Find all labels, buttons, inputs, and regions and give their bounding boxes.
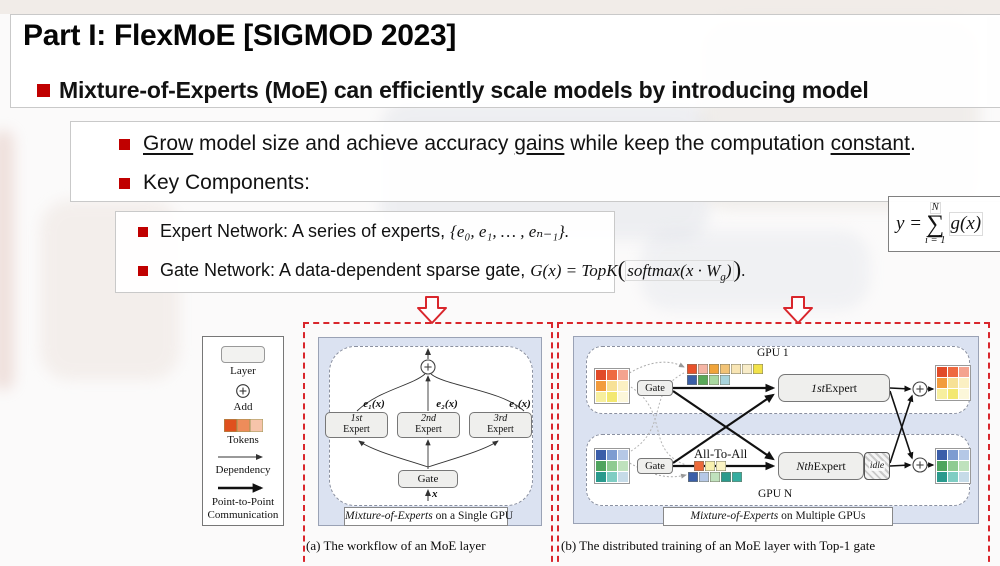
legend-tokens-label: Tokens: [227, 434, 259, 446]
gpuN-input-token-grid: [595, 449, 629, 483]
legend-add-label: Add: [233, 401, 253, 413]
legend-layer-label: Layer: [230, 365, 256, 377]
formula-rhs: g(x): [948, 212, 984, 236]
bullet-square-icon: [119, 178, 130, 189]
gpu1-routed-tokens-row2: [687, 375, 730, 385]
moe-sum-formula: y = N ∑ i = 1 g(x): [888, 196, 1000, 252]
expert3-output-label: e₃(x): [509, 398, 531, 410]
bullet-square-icon: [37, 84, 50, 97]
gpu1-routed-tokens-row1: [687, 364, 763, 374]
down-arrow-icon: [783, 296, 813, 324]
diagram-a-connectors: [356, 348, 525, 501]
legend-dependency-label: Dependency: [215, 464, 271, 476]
gpu1-input-token-grid: [595, 369, 629, 403]
gpuN-routed-tokens-row2: [688, 472, 742, 482]
bullet-grow: Grow model size and achieve accuracy gai…: [119, 132, 916, 156]
gpu1-output-token-grid: [936, 366, 970, 400]
bullet-moe: Mixture-of-Experts (MoE) can efficiently…: [37, 77, 869, 104]
bullet-grow-text: Grow model size and achieve accuracy gai…: [143, 132, 916, 155]
idle-expert-node: idle: [864, 452, 890, 480]
sigma-icon: ∑: [926, 211, 945, 239]
bullet-expert-network: Expert Network: A series of experts, {e₀…: [138, 221, 569, 242]
gpu1-gate-node: Gate: [637, 380, 673, 396]
page-title: Part I: FlexMoE [SIGMOD 2023]: [23, 19, 457, 52]
gpu1-label: GPU 1: [757, 347, 789, 359]
background-top-strip: [0, 0, 1000, 14]
sum-upper-limit: N: [929, 201, 941, 215]
bullet-gate-network: Gate Network: A data-dependent sparse ga…: [138, 257, 746, 284]
tokens-swatch-icon: [223, 419, 263, 432]
expert-network-text: Expert Network: A series of experts, {e₀…: [160, 221, 570, 241]
bullet-square-icon: [119, 139, 130, 150]
key-components-text: Key Components:: [143, 171, 310, 194]
expert2-output-label: e₂(x): [436, 398, 458, 410]
gpuN-routed-tokens-row1: [694, 461, 726, 471]
diagram-b-caption: Mixture-of-Experts on Multiple GPUs: [663, 507, 893, 526]
gate-node: Gate: [398, 470, 458, 488]
add-icon: [236, 384, 250, 398]
diagram-a-caption: Mixture-of-Experts on a Single GPU: [344, 507, 513, 526]
formula-lhs: y =: [896, 213, 923, 234]
gpuN-gate-node: Gate: [637, 458, 673, 474]
all-to-all-label: All-To-All: [694, 447, 748, 461]
sum-lower-limit: i = 1: [925, 234, 946, 246]
gpuN-output-token-grid: [936, 449, 970, 483]
gpuN-label: GPU N: [758, 488, 793, 500]
background-blob: [640, 230, 870, 310]
expert1-output-label: e₁(x): [363, 398, 385, 410]
diagram-b-panel: GPU 1 GPU N Gate Gate All-To-All 1st Exp…: [573, 336, 979, 526]
input-x-label: x: [432, 488, 438, 500]
dependency-arrow-icon: [218, 454, 263, 460]
layer-shape-icon: [221, 346, 265, 363]
bullet-key-components: Key Components:: [119, 171, 310, 195]
bullet-square-icon: [138, 266, 148, 276]
diagram-b-frame: GPU 1 GPU N Gate Gate All-To-All 1st Exp…: [557, 322, 990, 566]
expertN-node: Nth Expert: [778, 452, 864, 480]
bullet-square-icon: [138, 227, 148, 237]
level3-box: Expert Network: A series of experts, {e₀…: [115, 211, 745, 293]
p2p-arrow-icon: [218, 483, 264, 493]
gate-network-text: Gate Network: A data-dependent sparse ga…: [160, 257, 746, 284]
expert1-node: 1st Expert: [778, 374, 890, 402]
title-box: Part I: FlexMoE [SIGMOD 2023] Mixture-of…: [10, 14, 1000, 108]
background-blob: [0, 130, 14, 390]
figure-b-caption: (b) The distributed training of an MoE l…: [561, 538, 876, 553]
figure-legend: Layer Add Tokens Dependency Point-to-Poi…: [202, 336, 284, 526]
down-arrow-icon: [417, 296, 447, 324]
summation: N ∑ i = 1: [925, 201, 946, 246]
figure-a-caption: (a) The workflow of an MoE layer: [306, 538, 486, 553]
bullet-moe-text: Mixture-of-Experts (MoE) can efficiently…: [59, 77, 869, 103]
level2-box: Grow model size and achieve accuracy gai…: [70, 121, 1000, 202]
